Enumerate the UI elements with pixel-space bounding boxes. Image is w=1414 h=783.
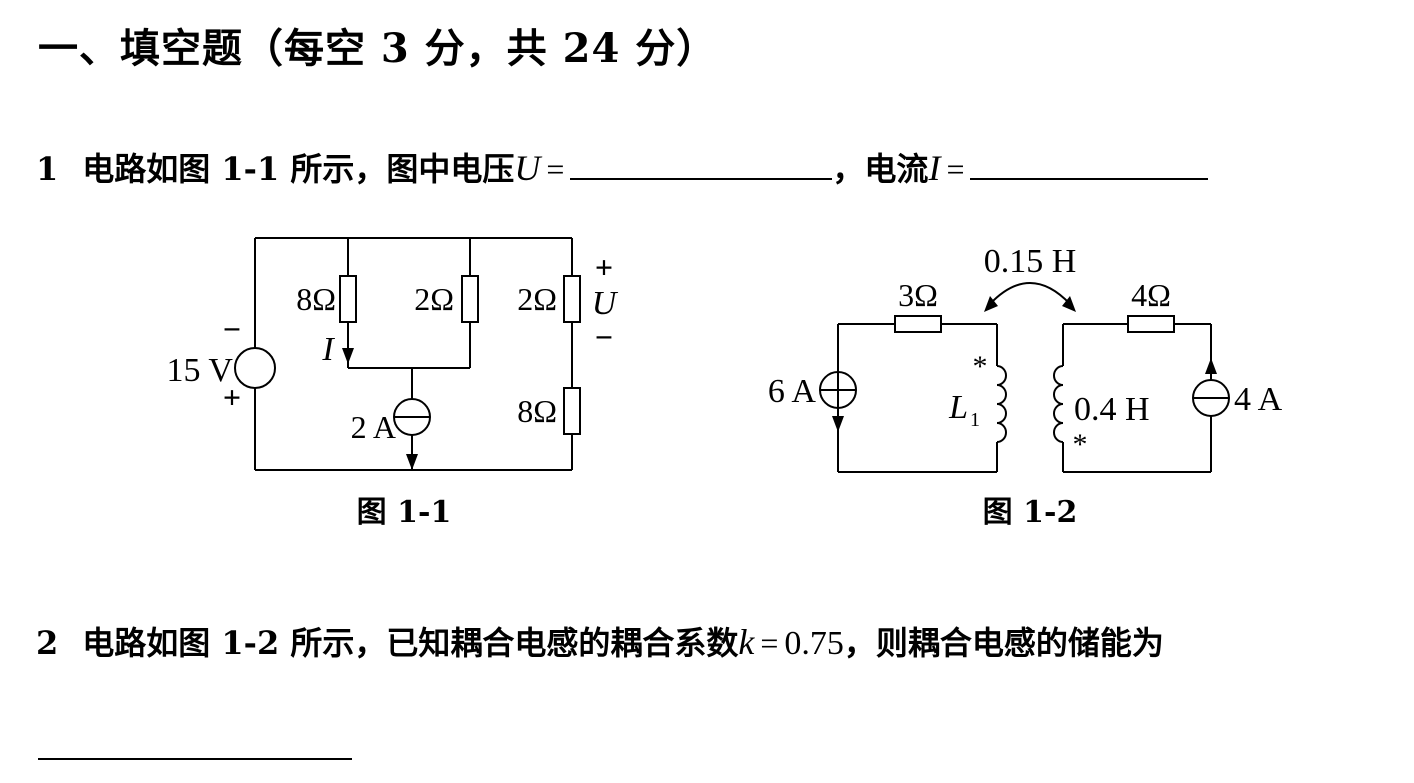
label-i: I	[321, 331, 335, 368]
resistor-4ohm	[1127, 315, 1175, 333]
label-15v-minus: −	[223, 311, 241, 347]
caption-figure-1-1: 图 1-1	[357, 495, 452, 530]
label-6a: 6 A	[768, 373, 817, 410]
answer-blank-u[interactable]	[570, 148, 833, 180]
question-2: 2 电路如图 1-2 所示，已知耦合电感的耦合系数k=0.75，则耦合电感的储能为	[36, 618, 1164, 664]
label-4a: 4 A	[1234, 381, 1283, 418]
equals-sign: =	[546, 151, 565, 187]
var-k: k	[738, 622, 755, 662]
question-1-number: 1	[36, 150, 59, 188]
label-2ohm-a: 2Ω	[414, 281, 454, 317]
label-4ohm: 4Ω	[1131, 277, 1171, 313]
label-u: U	[592, 285, 619, 322]
question-2-text: 电路如图 1-2 所示，已知耦合电感的耦合系数	[82, 624, 739, 662]
var-i: I	[928, 148, 941, 188]
resistor-2ohm-a	[461, 275, 479, 323]
arrow-arc-right	[1062, 296, 1076, 312]
resistor-2ohm-b	[563, 275, 581, 323]
label-8ohm-a: 8Ω	[296, 281, 336, 317]
question-1-text: 电路如图 1-1 所示，图中电压	[82, 150, 515, 188]
arrow-4a-up	[1205, 358, 1217, 374]
inductor-l1	[996, 365, 1007, 443]
label-15v-plus: +	[223, 379, 241, 415]
label-2a: 2 A	[351, 409, 396, 445]
arrow-current-2a	[406, 454, 418, 470]
arrow-current-i	[342, 348, 354, 364]
k-value: 0.75	[784, 625, 844, 662]
label-l1-sub: 1	[970, 409, 980, 431]
answer-blank-energy[interactable]	[38, 728, 352, 760]
label-l2: 0.4 H	[1074, 391, 1150, 428]
label-8ohm-b: 8Ω	[517, 393, 557, 429]
label-3ohm: 3Ω	[898, 277, 938, 313]
section-title: 一、填空题（每空 3 分，共 24 分）	[38, 25, 718, 72]
label-u-minus: −	[595, 319, 613, 355]
var-u: U	[514, 148, 541, 188]
label-u-plus: +	[595, 249, 613, 285]
resistor-3ohm	[894, 315, 942, 333]
label-mutual: 0.15 H	[984, 243, 1077, 280]
label-l1: L	[948, 389, 968, 426]
arrow-6a-down	[832, 416, 844, 432]
question-2-number: 2	[36, 624, 59, 662]
answer-blank-i[interactable]	[970, 148, 1209, 180]
resistor-8ohm-b	[563, 387, 581, 435]
label-2ohm-b: 2Ω	[517, 281, 557, 317]
voltage-source-15v	[234, 347, 276, 389]
resistor-8ohm-a	[339, 275, 357, 323]
equals-sign-3: =	[760, 625, 779, 661]
equals-sign-2: =	[946, 151, 965, 187]
arrow-arc-left	[984, 296, 998, 312]
caption-figure-1-2: 图 1-2	[983, 495, 1078, 530]
dot-l1: *	[973, 350, 988, 383]
label-15v: 15 V	[167, 352, 234, 389]
dot-l2: *	[1073, 428, 1088, 461]
figure-1-1	[234, 237, 581, 471]
inductor-l2	[1053, 365, 1064, 443]
question-2-text-2: ，则耦合电感的储能为	[843, 624, 1164, 662]
mutual-coupling-arc	[989, 282, 1071, 305]
question-1-text-2: ，电流	[832, 150, 929, 188]
